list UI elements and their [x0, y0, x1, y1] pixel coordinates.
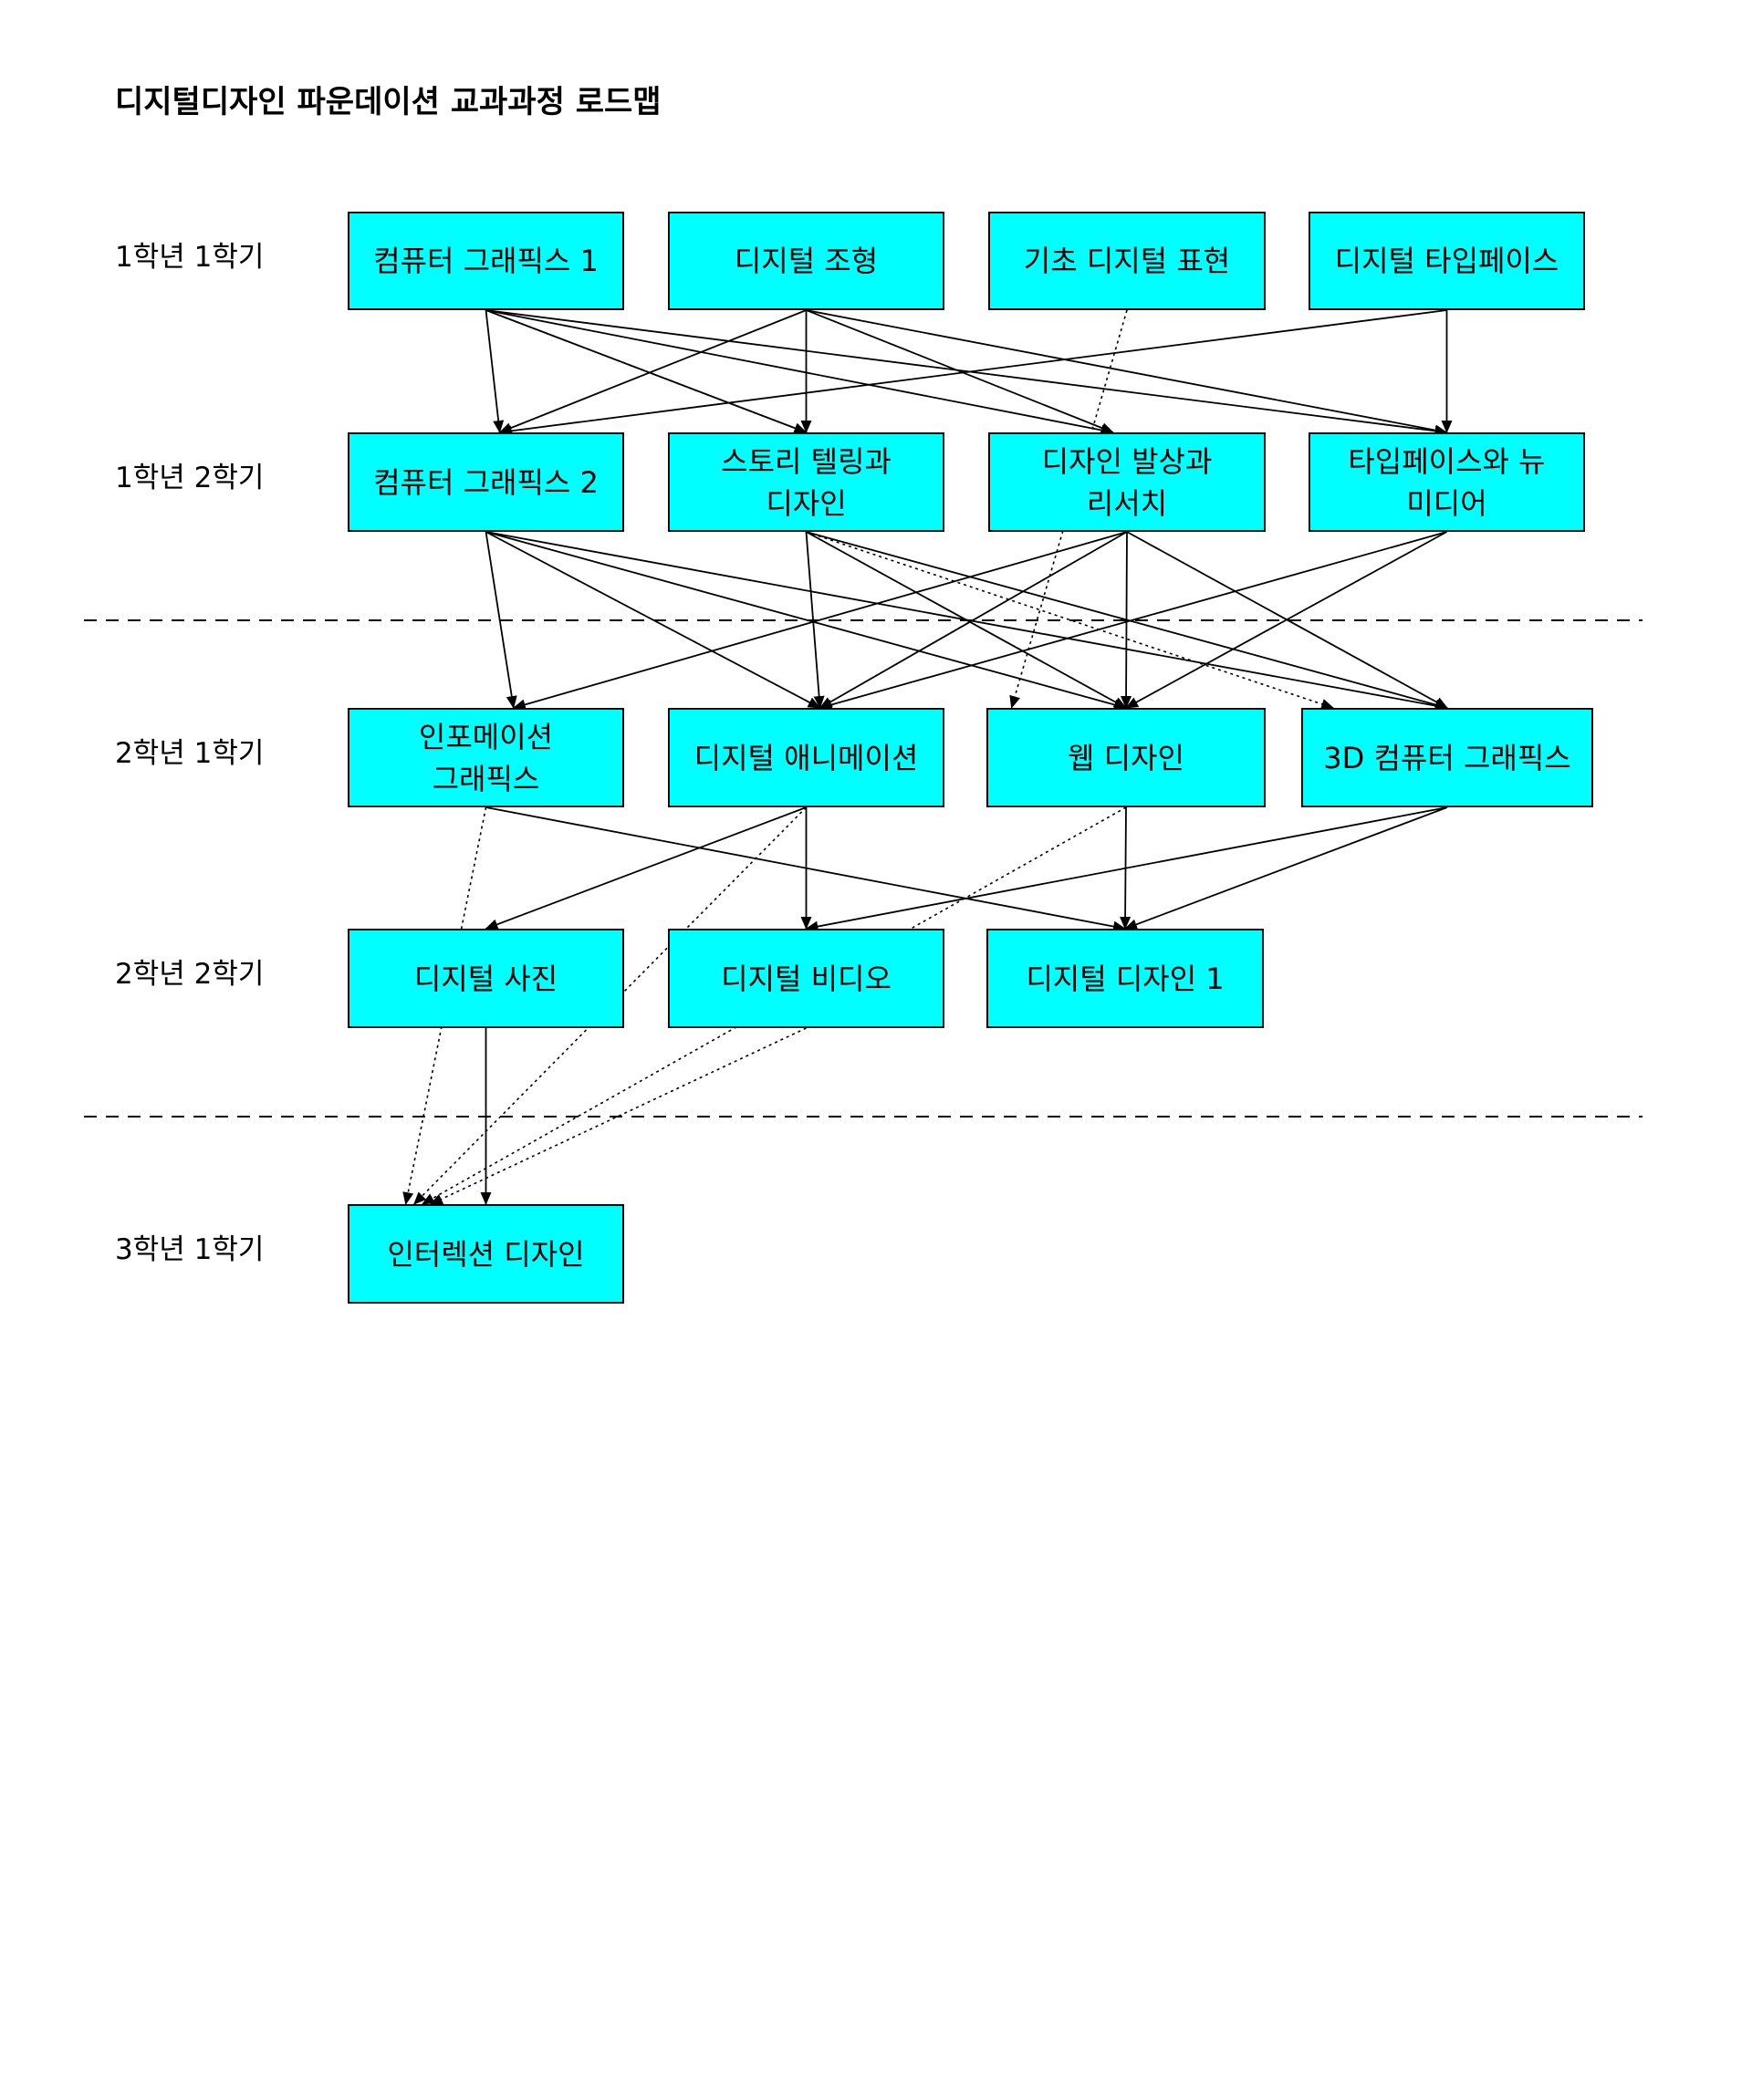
page-title: 디지털디자인 파운데이션 교과과정 로드맵: [115, 84, 662, 120]
link-dform-to-typonm: [806, 309, 1448, 436]
link-typonm-to-web: [1125, 531, 1447, 709]
course-computer-graphics-2[interactable]: 컴퓨터 그래픽스 2: [348, 432, 624, 532]
course-interaction-design[interactable]: 인터렉션 디자인: [348, 1204, 624, 1304]
semester-label-2-1: 2학년 1학기: [115, 737, 265, 770]
link-story-to-web: [806, 531, 1127, 709]
course-typeface-new-media[interactable]: 타입페이스와 뉴미디어: [1309, 432, 1585, 532]
link-idea-to-anim: [819, 531, 1128, 709]
link-idea-to-info: [512, 531, 1128, 711]
link-cg1-to-typonm: [485, 309, 1448, 437]
semester-label-3-1: 3학년 1학기: [115, 1233, 265, 1266]
link-typonm-to-anim: [819, 531, 1447, 711]
link-cg3d-to-dd1: [1124, 806, 1448, 930]
link-cg2-to-anim: [485, 531, 821, 709]
course-digital-typeface[interactable]: 디지털 타입페이스: [1309, 212, 1585, 310]
link-typo-to-cg2: [498, 309, 1447, 437]
course-digital-design-1[interactable]: 디지털 디자인 1: [986, 929, 1264, 1028]
link-anim-to-photo: [485, 806, 807, 930]
dotted-link-video-to-inter: [429, 1027, 807, 1205]
link-cg2-to-info: [485, 531, 517, 709]
semester-label-1-1: 1학년 1학기: [115, 241, 265, 274]
course-information-graphics[interactable]: 인포메이션 그래픽스: [348, 708, 624, 807]
link-cg3d-to-video: [805, 806, 1448, 932]
course-digital-form[interactable]: 디지털 조형: [668, 212, 944, 310]
link-cg1-to-cg2: [485, 309, 505, 433]
course-web-design[interactable]: 웹 디자인: [986, 708, 1266, 807]
course-basic-digital-expression[interactable]: 기초 디지털 표현: [988, 212, 1266, 310]
course-digital-photo[interactable]: 디지털 사진: [348, 929, 624, 1028]
course-digital-video[interactable]: 디지털 비디오: [668, 929, 944, 1028]
link-story-to-anim: [805, 531, 825, 709]
course-design-ideation-research[interactable]: 디자인 발상과 리서치: [988, 432, 1266, 532]
course-3d-computer-graphics[interactable]: 3D 컴퓨터 그래픽스: [1301, 708, 1593, 807]
link-cg1-to-story: [485, 309, 808, 433]
course-digital-animation[interactable]: 디지털 애니메이션: [668, 708, 944, 807]
link-dform-to-cg2: [498, 309, 807, 433]
course-computer-graphics-1[interactable]: 컴퓨터 그래픽스 1: [348, 212, 624, 310]
link-cg1-to-idea: [485, 309, 1114, 436]
link-idea-to-web: [1121, 531, 1132, 709]
semester-label-1-2: 1학년 2학기: [115, 462, 265, 494]
link-dform-to-idea: [806, 309, 1114, 433]
course-storytelling-design[interactable]: 스토리 텔링과 디자인: [668, 432, 944, 532]
semester-label-2-2: 2학년 2학기: [115, 958, 265, 991]
